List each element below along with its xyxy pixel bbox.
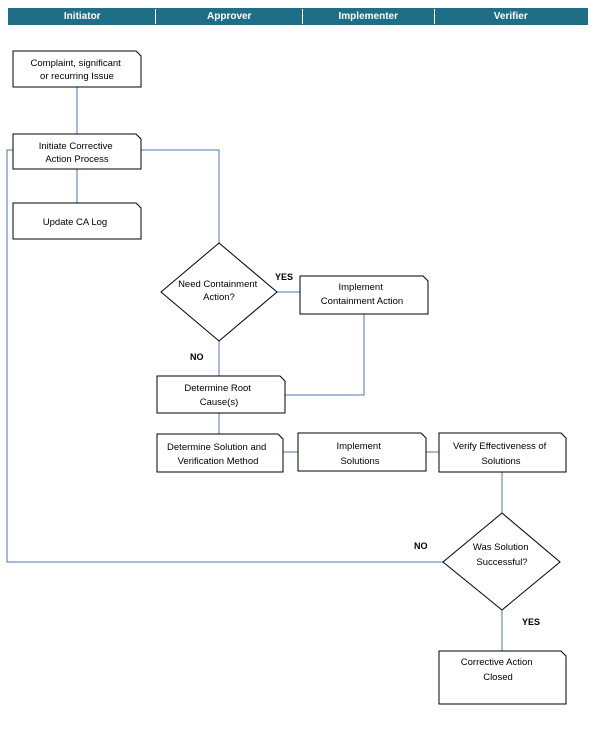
node-implement-solutions-line-2: Solutions (340, 456, 379, 467)
connectors (6, 87, 503, 651)
node-solution-method-line-1: Determine Solution and (167, 442, 266, 453)
decision-was-successful-line-1: Was Solution (473, 542, 529, 553)
node-implement-containment-line-1: Implement (339, 282, 384, 293)
node-closed (438, 650, 567, 705)
node-update-log-line-1: Update CA Log (43, 217, 107, 228)
node-complaint (12, 50, 142, 88)
label-containment-yes: YES (275, 272, 293, 282)
node-closed-text: Corrective Action Closed (461, 657, 535, 683)
decision-need-containment-text: Need Containment Action? (178, 279, 260, 303)
node-implement-solutions (297, 432, 427, 472)
node-verify-line-2: Solutions (481, 456, 520, 467)
node-solution-method (156, 433, 284, 473)
node-closed-line-1: Corrective Action (461, 657, 533, 668)
node-root-cause-text: Determine Root Cause(s) (184, 383, 253, 408)
connector-containment-rootcause (285, 314, 365, 396)
lane-verifier: Verifier (493, 11, 528, 22)
decision-need-containment-line-2: Action? (203, 292, 235, 303)
node-root-cause-line-2: Cause(s) (200, 397, 239, 408)
node-verify-text: Verify Effectiveness of Solutions (453, 441, 549, 467)
decision-need-containment (160, 242, 278, 342)
lane-approver: Approver (156, 9, 303, 24)
decision-need-containment-line-1: Need Containment (178, 279, 258, 290)
node-solution-method-text: Determine Solution and Verification Meth… (167, 442, 269, 467)
node-closed-line-2: Closed (483, 672, 513, 683)
node-complaint-text: Complaint, significant or recurring Issu… (31, 58, 124, 82)
node-root-cause-line-1: Determine Root (184, 383, 251, 394)
node-implement-containment-text: Implement Containment Action (321, 282, 403, 307)
connector-initiate-decision (141, 149, 220, 243)
lane-implementer: Implementer (303, 9, 435, 24)
connector-loop-back (6, 149, 443, 563)
node-initiate-line-2: Action Process (45, 154, 109, 165)
decision-was-successful-text: Was Solution Successful? (473, 542, 531, 568)
node-implement-solutions-text: Implement Solutions (337, 441, 384, 467)
decision-was-successful-line-2: Successful? (476, 557, 527, 568)
node-implement-solutions-line-1: Implement (337, 441, 382, 452)
node-verify-line-1: Verify Effectiveness of (453, 441, 547, 452)
label-success-no: NO (414, 541, 428, 551)
node-verify (438, 432, 567, 473)
node-update-log (12, 202, 142, 240)
lane-initiator: Initiator (9, 9, 157, 24)
node-update-log-text: Update CA Log (43, 217, 107, 228)
node-root-cause (156, 375, 286, 414)
node-complaint-line-2: or recurring Issue (40, 71, 114, 82)
label-success-yes: YES (522, 617, 540, 627)
swimlane-header: Initiator Approver Implementer Verifier (8, 8, 588, 25)
node-implement-containment (299, 275, 429, 315)
node-implement-containment-line-2: Containment Action (321, 296, 403, 307)
node-initiate-line-1: Initiate Corrective (39, 141, 113, 152)
node-complaint-line-1: Complaint, significant (31, 58, 122, 69)
label-containment-no: NO (190, 352, 204, 362)
node-initiate-text: Initiate Corrective Action Process (39, 141, 116, 165)
node-solution-method-line-2: Verification Method (178, 456, 259, 467)
node-initiate (12, 133, 142, 170)
decision-was-successful (442, 512, 561, 611)
